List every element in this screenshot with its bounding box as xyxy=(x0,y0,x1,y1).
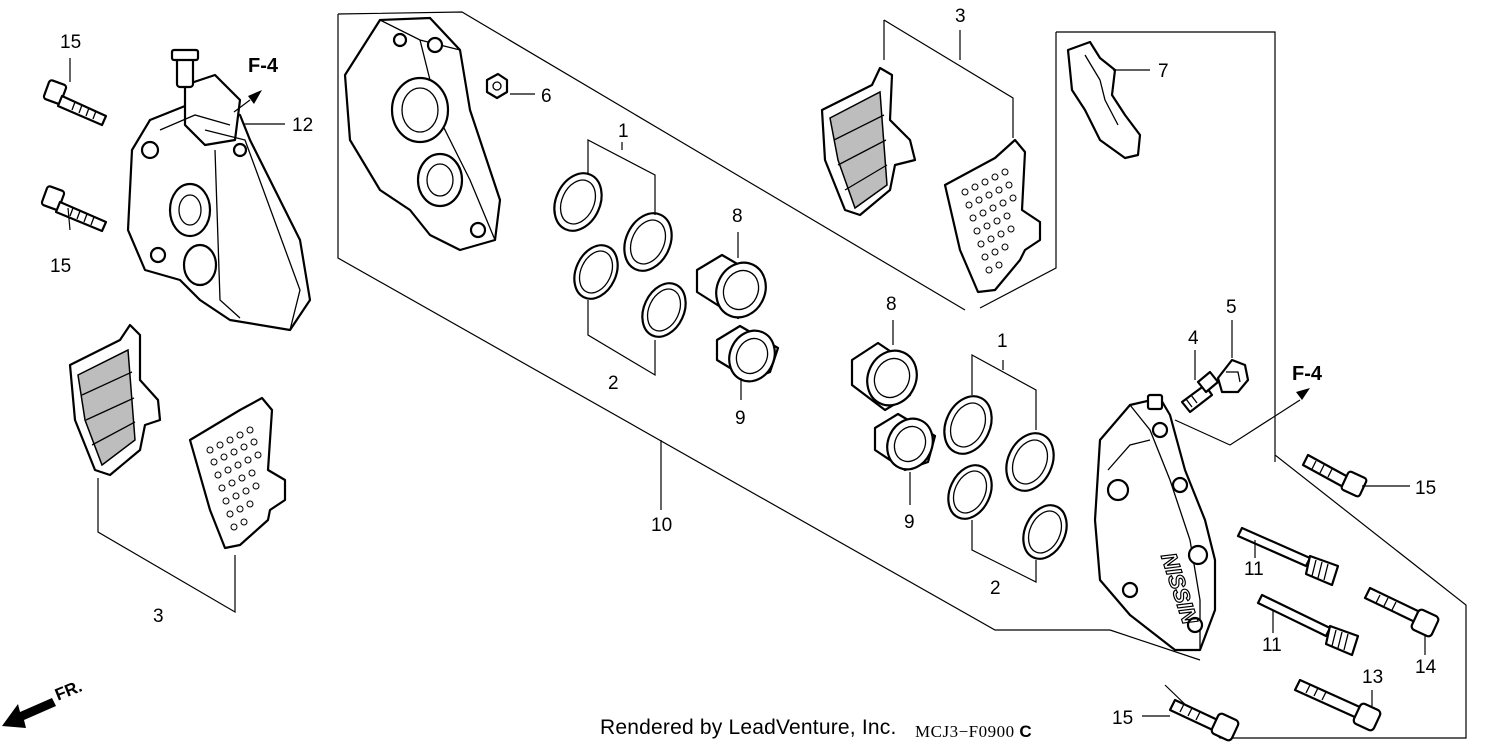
bleeder-cap-5 xyxy=(1216,358,1250,394)
pad-pin-11-upper xyxy=(1236,526,1340,587)
bracket-1-lower xyxy=(971,353,1037,430)
ref-f4-right: F-4 xyxy=(1292,363,1323,385)
bracket-3-left xyxy=(97,478,236,614)
ref-f4-left: F-4 xyxy=(248,55,279,77)
piston-8-upper xyxy=(695,253,767,320)
kit-border-7-13-14-15 xyxy=(979,31,1467,739)
dust-seal-2c xyxy=(947,464,993,520)
callout-1-upper: 1 xyxy=(618,121,629,142)
callout-9-upper: 9 xyxy=(735,408,746,429)
piston-seal-1c xyxy=(943,395,993,455)
callout-9-lower: 9 xyxy=(904,512,915,533)
callout-8-lower: 8 xyxy=(886,294,897,315)
callout-10: 10 xyxy=(651,515,672,536)
callout-2-lower: 2 xyxy=(990,578,1001,599)
callout-15-bottom: 15 xyxy=(1112,708,1133,729)
bolt-15-right xyxy=(1301,453,1368,498)
brake-pad-left-upper xyxy=(68,323,162,477)
callout-8-upper: 8 xyxy=(732,206,743,227)
piston-seal-1b xyxy=(623,212,673,272)
callout-14: 14 xyxy=(1415,657,1437,678)
piston-9-upper xyxy=(715,324,780,383)
footer-diagram-code: MCJ3−F0900 C xyxy=(915,722,1032,742)
dust-seal-2b xyxy=(641,282,687,338)
piston-seal-1a xyxy=(553,172,603,232)
bracket-2-upper xyxy=(587,300,656,377)
bolt-15-lower-left xyxy=(40,185,108,233)
brake-pad-right-lower xyxy=(943,138,1042,294)
bolt-13 xyxy=(1293,678,1382,732)
callout-15-upper-left: 15 xyxy=(60,32,81,53)
callout-4: 4 xyxy=(1188,328,1199,349)
brake-pad-left-lower xyxy=(188,396,287,550)
callout-6: 6 xyxy=(541,86,552,107)
dust-seal-2a xyxy=(573,244,619,300)
callout-15-lower-left: 15 xyxy=(50,256,71,277)
bolt-15-upper-left xyxy=(42,79,108,127)
piston-8-lower xyxy=(850,341,918,412)
dust-seal-2d xyxy=(1022,504,1068,560)
arrow-f4-right xyxy=(1296,388,1310,400)
footer-credit: Rendered by LeadVenture, Inc. xyxy=(600,716,897,739)
pad-pin-11-lower xyxy=(1256,593,1360,657)
pad-spring-7 xyxy=(1066,40,1142,160)
diagram-code: MCJ3−F0900 xyxy=(915,722,1015,741)
front-direction-arrow-icon xyxy=(2,698,56,728)
bolt-15-bottom xyxy=(1168,698,1240,742)
nut-6 xyxy=(485,72,509,100)
bracket-2-lower xyxy=(971,520,1037,583)
callout-3-left: 3 xyxy=(153,606,164,627)
leader-lines xyxy=(67,58,1426,717)
bolt-14 xyxy=(1363,586,1440,638)
caliper-half-inner xyxy=(343,16,502,252)
callout-12: 12 xyxy=(292,115,313,136)
arrow-f4-left xyxy=(233,90,262,113)
piston-9-lower xyxy=(873,412,937,472)
bleeder-valve-4 xyxy=(1180,370,1220,414)
callout-3-right: 3 xyxy=(955,6,966,27)
callout-13: 13 xyxy=(1362,667,1383,688)
callout-5: 5 xyxy=(1226,297,1237,318)
callout-11-upper: 11 xyxy=(1244,559,1264,580)
bracket-1-upper xyxy=(587,139,656,215)
diagram-revision: C xyxy=(1019,722,1033,741)
kit-border-10 xyxy=(337,11,1201,661)
piston-seal-1d xyxy=(1005,432,1055,492)
callout-15-right: 15 xyxy=(1415,478,1436,499)
callout-1-lower: 1 xyxy=(997,331,1008,352)
callout-2-upper: 2 xyxy=(608,373,619,394)
callout-7: 7 xyxy=(1158,61,1169,82)
left-caliper-assembly xyxy=(126,48,312,332)
callout-11-lower: 11 xyxy=(1262,635,1282,656)
brake-pad-right-upper xyxy=(820,66,917,217)
right-caliper-outer: NISSIN xyxy=(1093,393,1217,652)
kit-border-3-right xyxy=(883,19,1014,138)
